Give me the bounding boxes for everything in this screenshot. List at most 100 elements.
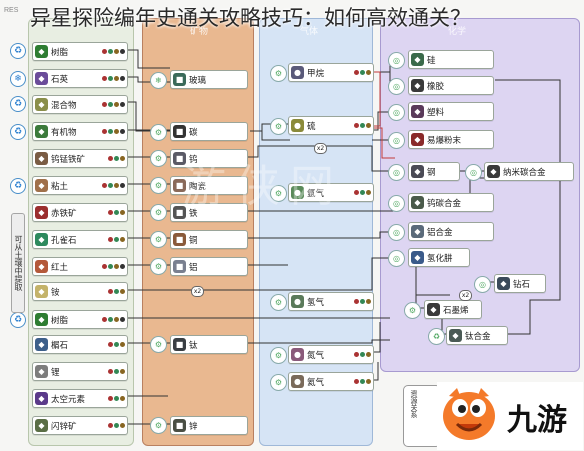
helium-icon: ● [291, 375, 304, 388]
resource-node-astronium[interactable]: ◆太空元素 [32, 389, 128, 408]
titanium-alloy-icon: ◆ [449, 329, 462, 342]
composite-node-graphene[interactable]: ◆石墨烯 [424, 300, 482, 319]
composite-node-rubber[interactable]: ◆橡胶 [408, 76, 494, 95]
planet-dots [102, 264, 125, 269]
material-node-iron[interactable]: ■铁 [170, 203, 248, 222]
chemistry-lab-icon: ♻ [428, 328, 445, 345]
material-node-copper[interactable]: ■铜 [170, 230, 248, 249]
resource-node-ammonium[interactable]: ◆铵 [32, 282, 128, 301]
condenser-icon: ⚙ [270, 374, 287, 391]
resource-node-compound[interactable]: ◆混合物 [32, 95, 128, 114]
composite-node-steel[interactable]: ◆钢 [408, 162, 460, 181]
compound-icon: ◆ [35, 98, 48, 111]
gas-node-argon[interactable]: ●氩气 [288, 183, 374, 202]
condenser-icon: ⚙ [270, 347, 287, 364]
silicone-icon: ◆ [411, 53, 424, 66]
resource-node-sphene[interactable]: ◆榍石 [32, 335, 128, 354]
nitrogen-icon: ● [291, 348, 304, 361]
resource-node-quartz[interactable]: ◆石英 [32, 69, 128, 88]
composite-node-titanium-alloy[interactable]: ◆钛合金 [446, 326, 508, 345]
material-node-aluminum[interactable]: ■铝 [170, 257, 248, 276]
ammonium-icon: ◆ [35, 285, 48, 298]
sphene-icon: ◆ [35, 338, 48, 351]
planet-dots [108, 423, 125, 428]
composite-node-silicone[interactable]: ◆硅 [408, 50, 494, 69]
resource-node-malachite[interactable]: ◆孔雀石 [32, 230, 128, 249]
smelter-icon: ⚙ [150, 417, 167, 434]
condenser-icon: ⚙ [270, 118, 287, 135]
smelter-icon: ⚙ [150, 150, 167, 167]
material-node-ceramic[interactable]: ■陶瓷 [170, 176, 248, 195]
mascot-logo-icon [443, 388, 495, 440]
resin-icon: ◆ [35, 45, 48, 58]
composite-node-tungsten-carbide[interactable]: ◆钨碳合金 [408, 193, 494, 212]
refresh-icon: ♻ [10, 178, 26, 194]
diamond-icon: ◆ [497, 277, 510, 290]
material-node-tungsten[interactable]: ■钨 [170, 149, 248, 168]
resource-node-organic[interactable]: ◆有机物 [32, 122, 128, 141]
refresh-icon: ♻ [10, 124, 26, 140]
smelter-icon: ⚙ [150, 336, 167, 353]
nanocarbon-alloy-icon: ◆ [487, 165, 500, 178]
chemistry-lab-icon: ◎ [388, 52, 405, 69]
gas-node-sulfur[interactable]: ●硫 [288, 116, 374, 135]
material-node-carbon[interactable]: ■碳 [170, 122, 248, 141]
planet-dots [102, 183, 125, 188]
gas-node-hydrogen[interactable]: ●氢气 [288, 292, 374, 311]
graphene-icon: ◆ [427, 303, 440, 316]
gas-node-methane[interactable]: ●甲烷 [288, 63, 374, 82]
planet-dots [108, 210, 125, 215]
planet-dots [102, 317, 125, 322]
chemistry-lab-icon: ◎ [388, 164, 405, 181]
composite-node-plastic[interactable]: ◆塑料 [408, 102, 494, 121]
refresh-icon: ♻ [10, 96, 26, 112]
composite-node-nanocarbon-alloy[interactable]: ◆纳米碳合金 [484, 162, 574, 181]
x2-badge: x2 [191, 286, 204, 297]
planet-dots [102, 49, 125, 54]
gas-node-nitrogen[interactable]: ●氮气 [288, 345, 374, 364]
logo-text: 九游 [507, 403, 567, 438]
composite-node-aluminum-alloy[interactable]: ◆铝合金 [408, 222, 494, 241]
smelter-icon: ⚙ [150, 124, 167, 141]
tungsten-carbide-icon: ◆ [411, 196, 424, 209]
planet-dots [354, 299, 371, 304]
page-title: 异星探险编年史通关攻略技巧：如何高效通关？ [30, 6, 471, 30]
composite-node-explosive-powder[interactable]: ◆易爆粉末 [408, 130, 494, 149]
composite-node-hydrazine[interactable]: ◆氢化肼 [408, 248, 470, 267]
clay-icon: ◆ [35, 179, 48, 192]
resource-node-wolframite[interactable]: ◆钨锰铁矿 [32, 149, 128, 168]
material-node-zinc[interactable]: ■锌 [170, 416, 248, 435]
material-node-titanium[interactable]: ■钛 [170, 335, 248, 354]
organic-icon: ◆ [35, 125, 48, 138]
chemistry-lab-icon: ◎ [388, 195, 405, 212]
chemistry-lab-icon: ◎ [388, 104, 405, 121]
ceramic-icon: ■ [173, 179, 186, 192]
chemistry-lab-icon: ◎ [388, 224, 405, 241]
methane-icon: ● [291, 66, 304, 79]
resource-node-resin[interactable]: ◆树脂 [32, 42, 128, 61]
resource-node-clay[interactable]: ◆粘土 [32, 176, 128, 195]
planet-dots [102, 76, 125, 81]
resource-node-hematite[interactable]: ◆赤铁矿 [32, 203, 128, 222]
planet-dots [108, 156, 125, 161]
planet-dots [354, 379, 371, 384]
chemistry-lab-icon: ◎ [474, 276, 491, 293]
gas-node-helium[interactable]: ●氦气 [288, 372, 374, 391]
resource-node-laterite[interactable]: ◆红土 [32, 257, 128, 276]
planet-dots [354, 352, 371, 357]
composite-node-diamond[interactable]: ◆钻石 [494, 274, 546, 293]
malachite-icon: ◆ [35, 233, 48, 246]
chemistry-lab-icon: ◎ [388, 250, 405, 267]
resource-node-resin[interactable]: ◆树脂 [32, 310, 128, 329]
planet-dots [108, 342, 125, 347]
resource-node-sphalerite[interactable]: ◆闪锌矿 [32, 416, 128, 435]
hydrogen-icon: ● [291, 295, 304, 308]
planet-dots [108, 237, 125, 242]
resource-node-lithium[interactable]: ◆锂 [32, 362, 128, 381]
snowflake-icon: ❄ [10, 71, 26, 87]
gases-column-header: 气体 [300, 26, 319, 36]
material-node-glass[interactable]: ■玻璃 [170, 70, 248, 89]
planet-dots [108, 289, 125, 294]
rubber-icon: ◆ [411, 79, 424, 92]
